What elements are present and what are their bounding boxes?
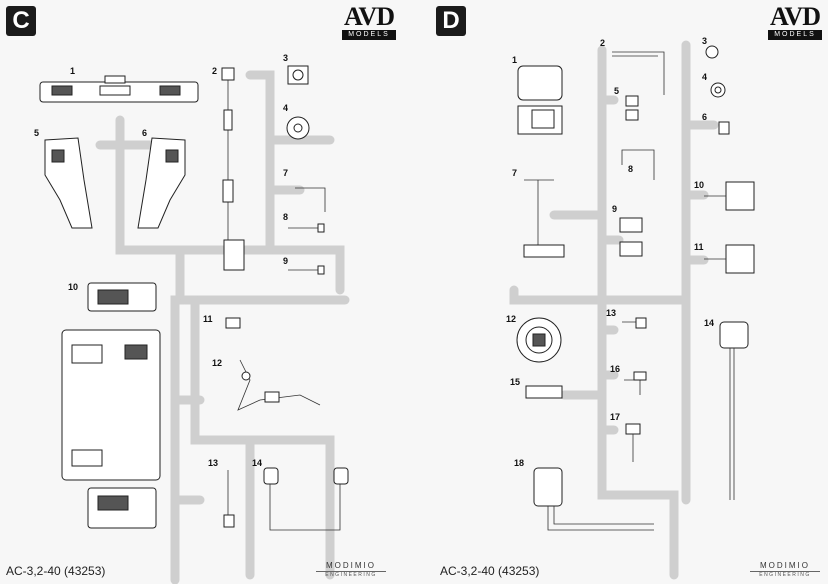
part-13-rod xyxy=(223,470,235,528)
brand-sub-text: ENGINEERING xyxy=(316,571,386,579)
part-number: 3 xyxy=(283,53,289,63)
logo-sub-text: MODELS xyxy=(342,30,396,40)
part-number: 10 xyxy=(694,180,705,190)
part-5-fender xyxy=(44,137,93,229)
kit-title: AC-3,2-40 (43253) xyxy=(440,564,540,578)
part-11-fitting xyxy=(225,317,241,329)
part-6-bracket xyxy=(718,121,730,135)
part-number: 14 xyxy=(252,458,263,468)
part-14-bracket xyxy=(263,467,349,531)
part-number: 5 xyxy=(614,86,620,96)
part-number: 14 xyxy=(704,318,715,328)
part-12-pipe xyxy=(237,359,321,411)
part-number: 4 xyxy=(283,103,289,113)
part-5-clamp xyxy=(625,95,639,121)
part-number: 13 xyxy=(208,458,219,468)
modimio-brand: MODIMIO ENGINEERING xyxy=(316,561,386,579)
part-number: 11 xyxy=(694,242,704,252)
part-number: 2 xyxy=(212,66,218,76)
part-10-cab xyxy=(61,282,161,529)
part-7-rod xyxy=(295,187,326,212)
avd-logo: AVD MODELS xyxy=(342,2,396,40)
sprue-frame xyxy=(597,295,679,580)
part-number: 12 xyxy=(212,358,223,368)
part-number: 18 xyxy=(514,458,525,468)
part-10-tank xyxy=(704,181,755,211)
part-13-fitting xyxy=(622,317,647,329)
logo-sub-text: MODELS xyxy=(768,30,822,40)
part-9-rod xyxy=(288,265,325,275)
sprue-sheet-c: C AVD MODELS 1 2 3 4 5 6 7 8 9 10 11 12 … xyxy=(6,0,415,584)
sprue-frame xyxy=(509,45,607,305)
part-8-handle xyxy=(621,149,655,180)
sheet-letter-badge: C xyxy=(6,6,36,36)
part-4-washer xyxy=(710,82,726,98)
part-number: 12 xyxy=(506,314,517,324)
part-number: 17 xyxy=(610,412,621,422)
part-number: 1 xyxy=(512,55,518,65)
modimio-brand: MODIMIO ENGINEERING xyxy=(750,561,820,579)
part-11-tank xyxy=(704,244,755,274)
part-number: 13 xyxy=(606,308,617,318)
part-15-plate xyxy=(525,385,563,399)
sprue-frame xyxy=(115,115,185,584)
kit-title: AC-3,2-40 (43253) xyxy=(6,564,106,578)
part-number: 7 xyxy=(512,168,518,178)
part-number: 8 xyxy=(628,164,634,174)
part-number: 2 xyxy=(600,38,606,48)
part-14-column xyxy=(719,321,749,500)
part-1-seat xyxy=(517,65,563,135)
part-number: 7 xyxy=(283,168,289,178)
part-4-gear xyxy=(286,116,310,140)
logo-main-text: AVD xyxy=(770,2,821,31)
part-number: 16 xyxy=(610,364,621,374)
part-2-shaft xyxy=(221,67,245,271)
sprue-frame xyxy=(190,295,335,580)
sheet-letter-badge: D xyxy=(436,6,466,36)
part-number: 6 xyxy=(142,128,148,138)
part-number: 1 xyxy=(70,66,76,76)
part-number: 4 xyxy=(702,72,708,82)
brand-main-text: MODIMIO xyxy=(326,561,376,570)
avd-logo: AVD MODELS xyxy=(768,2,822,40)
sprue-sheet-d: D AVD MODELS 1 2 3 4 5 6 7 8 9 10 11 12 … xyxy=(414,0,828,584)
part-16-elbow xyxy=(624,371,647,395)
part-17-valve xyxy=(625,423,641,462)
part-number: 11 xyxy=(203,314,213,324)
part-3-knob xyxy=(705,45,719,59)
part-6-fender xyxy=(137,137,186,229)
sprue-c-drawing xyxy=(39,65,350,584)
sprue-d-drawing xyxy=(509,40,755,580)
part-3-nut xyxy=(287,65,309,85)
part-7-tbar xyxy=(523,179,565,258)
logo-main-text: AVD xyxy=(344,2,395,31)
part-9-block xyxy=(619,217,643,257)
part-number: 10 xyxy=(68,282,79,292)
part-8-rod xyxy=(288,223,325,233)
part-number: 9 xyxy=(612,204,618,214)
part-number: 9 xyxy=(283,256,289,266)
part-number: 5 xyxy=(34,128,40,138)
part-2-rail xyxy=(612,51,665,95)
sprue-frame xyxy=(245,70,275,255)
brand-sub-text: ENGINEERING xyxy=(750,571,820,579)
part-number: 15 xyxy=(510,377,521,387)
part-12-wheel-hub xyxy=(516,317,562,363)
part-number: 8 xyxy=(283,212,289,222)
part-number: 6 xyxy=(702,112,708,122)
part-18-exhaust xyxy=(533,467,654,531)
part-1-bumper xyxy=(39,75,199,103)
brand-main-text: MODIMIO xyxy=(760,561,810,570)
part-number: 3 xyxy=(702,36,708,46)
